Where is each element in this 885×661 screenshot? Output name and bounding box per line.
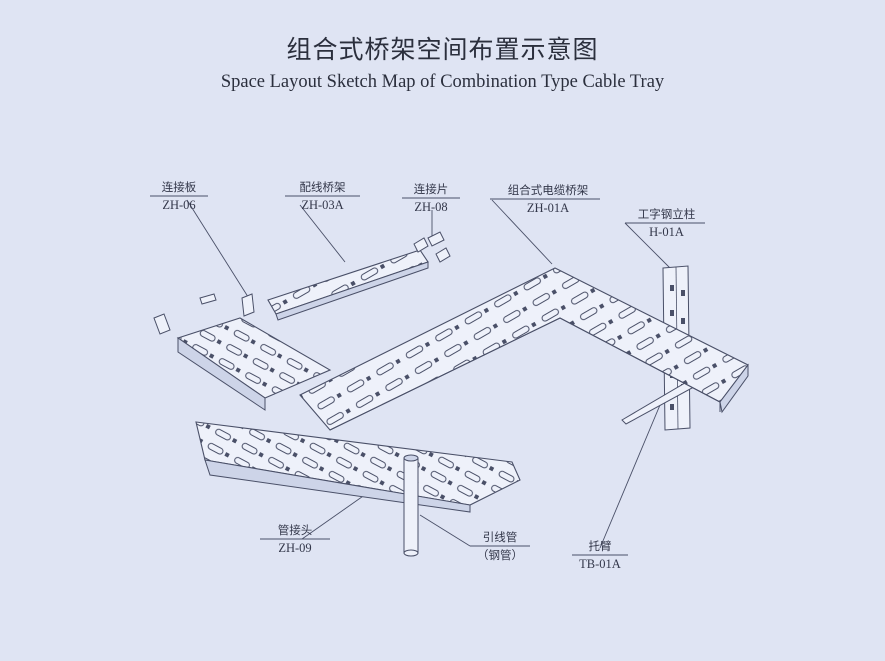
code-connector-piece: ZH-08 <box>414 200 448 214</box>
code-bracket-arm: TB-01A <box>579 557 621 571</box>
connector-pieces <box>413 231 451 263</box>
title-english: Space Layout Sketch Map of Combination T… <box>220 72 665 92</box>
main-tray-upper <box>299 267 749 431</box>
code-i-beam-column: H-01A <box>649 225 684 239</box>
code-connector-plate: ZH-06 <box>162 198 196 212</box>
label-branch-tray: 配线桥架 <box>299 180 346 194</box>
code-pipe-joint: ZH-09 <box>278 541 312 555</box>
label-lead-pipe: 引线管 <box>482 530 518 544</box>
bracket-arm <box>621 379 693 425</box>
connector-plates <box>153 293 255 335</box>
title-chinese: 组合式桥架空间布置示意图 <box>286 35 599 64</box>
left-branch-tray <box>176 317 332 411</box>
lead-pipe <box>403 454 419 557</box>
label-bracket-arm: 托臂 <box>588 539 612 553</box>
label-connector-piece: 连接片 <box>413 182 449 196</box>
label-i-beam-column: 工字钢立柱 <box>637 207 696 221</box>
code-combo-tray: ZH-01A <box>526 201 570 215</box>
code-branch-tray: ZH-03A <box>301 198 344 212</box>
branch-tray-part <box>267 249 429 321</box>
code-lead-pipe: （钢管） <box>477 548 523 562</box>
label-combo-tray: 组合式电缆桥架 <box>507 183 589 197</box>
label-pipe-joint: 管接头 <box>277 523 313 537</box>
label-connector-plate: 连接板 <box>161 180 197 194</box>
main-tray-lower <box>195 421 521 513</box>
